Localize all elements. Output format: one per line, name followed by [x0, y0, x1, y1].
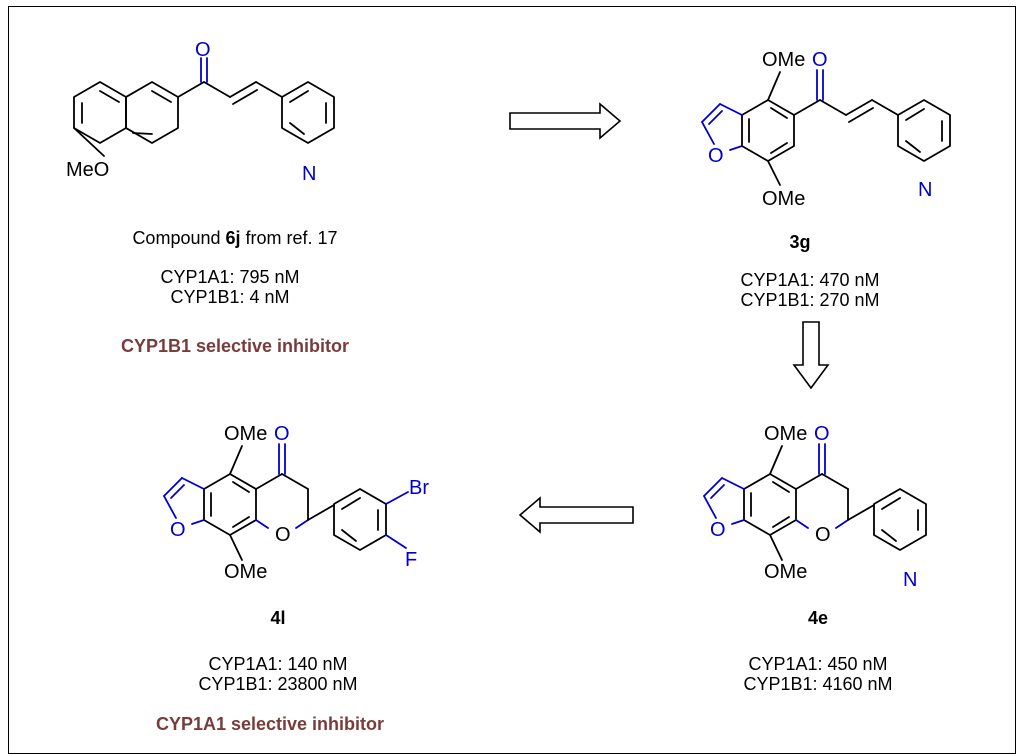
atom-o-keto-4e: O: [814, 423, 830, 445]
ic50-cyp1a1-4e: CYP1A1: 450 nM: [748, 654, 888, 674]
atom-o-keto-3g: O: [812, 49, 828, 71]
label-3g: 3g: [789, 232, 811, 252]
atom-ome-top-3g: OMe: [762, 49, 805, 71]
atom-o-furan-3g: O: [708, 145, 724, 167]
structure-4l: [163, 443, 409, 561]
atom-o-furan-4e: O: [710, 519, 726, 541]
atom-ome-bottom-4l: OMe: [224, 561, 267, 583]
atom-n-6j: N: [302, 163, 316, 185]
atom-n-4e: N: [903, 569, 917, 591]
arrow-right: [509, 102, 622, 140]
ic50-cyp1b1-4l: CYP1B1: 23800 nM: [198, 674, 358, 694]
structure-6j: [73, 57, 335, 157]
ic50-cyp1a1-6j: CYP1A1: 795 nM: [160, 267, 300, 287]
structure-4e: [703, 443, 927, 561]
atom-n-3g: N: [918, 179, 932, 201]
atom-o-6j: O: [195, 39, 211, 61]
selectivity-6j: CYP1B1 selective inhibitor: [120, 336, 350, 356]
compound-id-6j: 6j: [225, 228, 241, 248]
atom-o-ring-4l: O: [275, 524, 291, 546]
atom-br-4l: Br: [409, 477, 429, 499]
atom-o-ring-4e: O: [815, 524, 831, 546]
atom-ome-top-4l: OMe: [224, 423, 267, 445]
arrow-left: [518, 496, 634, 534]
ic50-cyp1b1-6j: CYP1B1: 4 nM: [170, 287, 290, 307]
label-4l: 4l: [270, 608, 286, 628]
atom-ome-bottom-4e: OMe: [764, 561, 807, 583]
atom-o-furan-4l: O: [170, 519, 186, 541]
arrow-down: [792, 321, 830, 390]
atom-ome-top-4e: OMe: [764, 423, 807, 445]
ic50-cyp1b1-4e: CYP1B1: 4160 nM: [743, 674, 893, 694]
selectivity-4l: CYP1A1 selective inhibitor: [155, 714, 385, 734]
atom-meo-6j: MeO: [66, 159, 109, 181]
atom-ome-bottom-3g: OMe: [762, 188, 805, 210]
label-6j: Compound 6j from ref. 17: [132, 228, 338, 248]
ic50-cyp1a1-4l: CYP1A1: 140 nM: [208, 654, 348, 674]
label-4e: 4e: [807, 608, 829, 628]
structure-3g: [701, 69, 951, 186]
atom-f-4l: F: [405, 549, 417, 571]
ic50-cyp1a1-3g: CYP1A1: 470 nM: [740, 270, 880, 290]
atom-o-keto-4l: O: [274, 423, 290, 445]
ic50-cyp1b1-3g: CYP1B1: 270 nM: [740, 290, 880, 310]
